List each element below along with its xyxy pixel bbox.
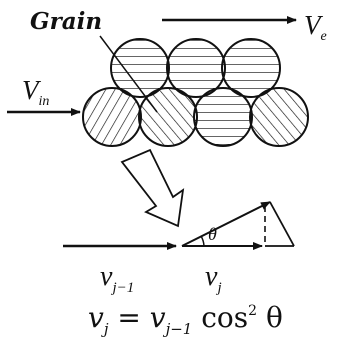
v-j-vector <box>181 201 271 247</box>
grain-5 <box>138 87 198 147</box>
grain-6 <box>193 87 253 147</box>
grain-cluster <box>82 38 309 147</box>
inlet-velocity-label: Vin <box>22 75 49 109</box>
theta-label: θ <box>208 224 217 244</box>
theta-arc <box>200 235 205 247</box>
grain-3 <box>221 38 281 98</box>
grain-label: Grain <box>30 8 102 35</box>
grain-4 <box>82 87 142 147</box>
grain-7 <box>249 87 309 147</box>
outlet-velocity-label: Ve <box>304 10 327 44</box>
projection-equation: vj = vj−1 cos2 θ <box>88 301 283 338</box>
zoom-arrow-icon <box>120 148 185 228</box>
v-prev-label: vj−1 <box>100 261 134 296</box>
v-j-label: vj <box>205 261 222 296</box>
triangle-hypotenuse <box>269 201 295 247</box>
